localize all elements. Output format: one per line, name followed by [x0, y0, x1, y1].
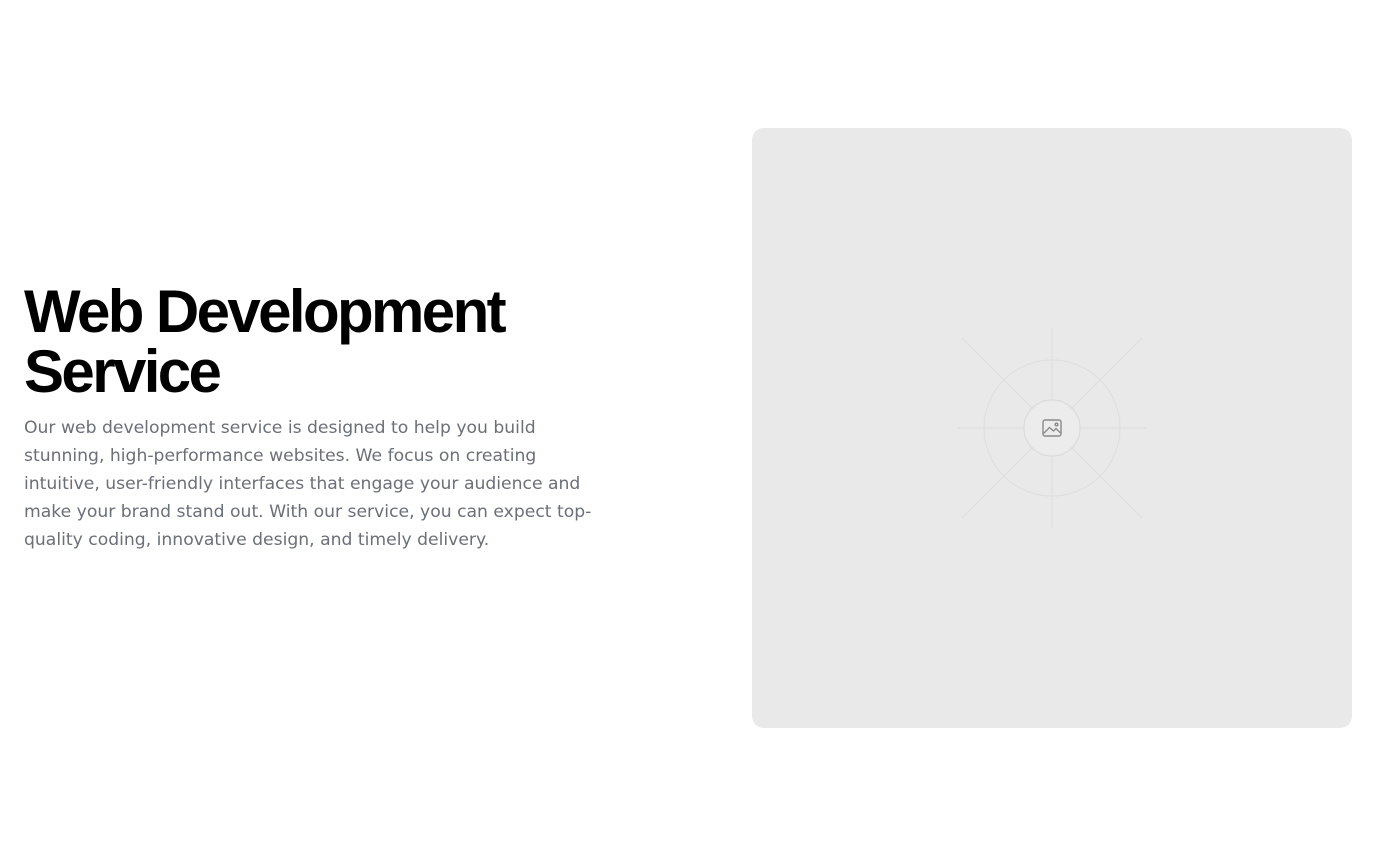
placeholder-inner-ring [1023, 399, 1081, 457]
hero-text-column: Web Development Service Our web developm… [24, 282, 624, 554]
image-placeholder [752, 128, 1352, 728]
page-title: Web Development Service [24, 282, 624, 402]
page-title-line-1: Web Development [24, 278, 507, 345]
placeholder-outer-ring [983, 359, 1121, 497]
image-icon [1042, 419, 1062, 437]
image-placeholder-graphic [957, 328, 1147, 528]
page-title-line-2: Service [24, 338, 222, 405]
hero-description: Our web development service is designed … [24, 418, 592, 550]
